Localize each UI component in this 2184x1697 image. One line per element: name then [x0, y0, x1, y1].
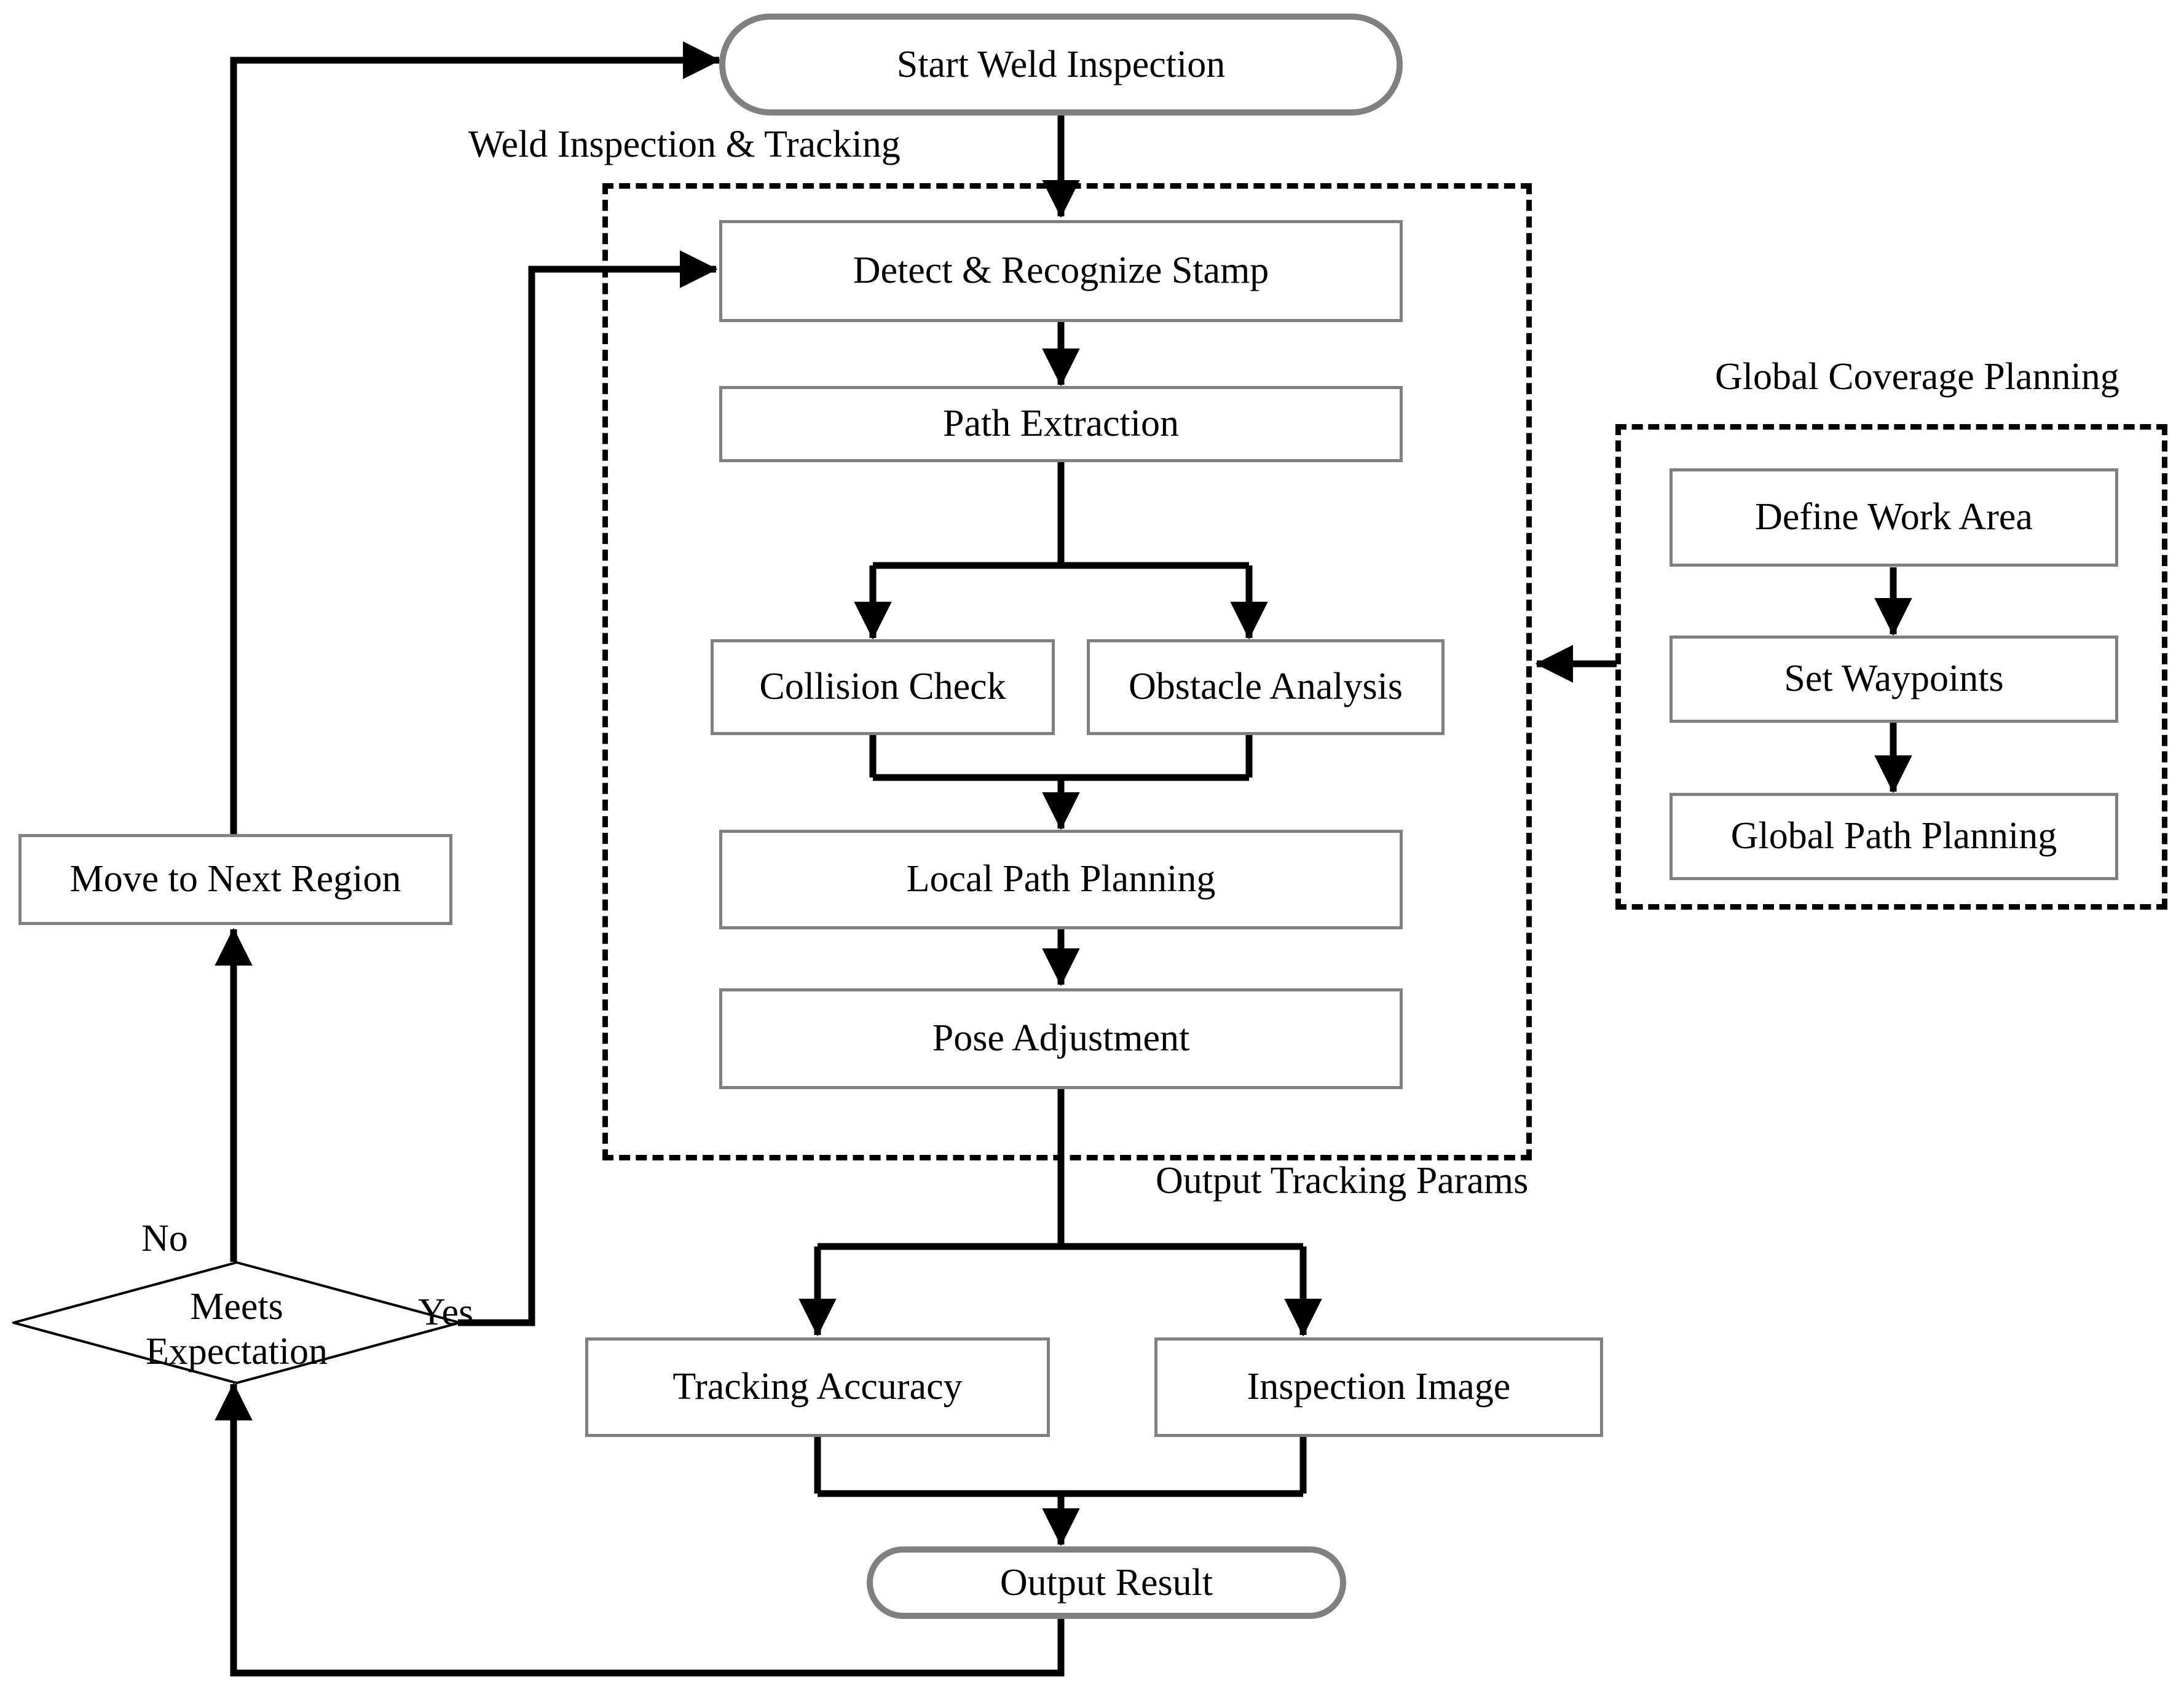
edge-label-yes: Yes	[418, 1291, 474, 1333]
node-path-extraction[interactable]: Path Extraction	[719, 386, 1403, 462]
node-move-to-next-region[interactable]: Move to Next Region	[18, 834, 452, 925]
node-path-extraction-label: Path Extraction	[943, 403, 1179, 445]
node-detect-recognize-stamp-label: Detect & Recognize Stamp	[853, 250, 1269, 292]
node-pose-adjustment[interactable]: Pose Adjustment	[719, 988, 1403, 1089]
node-collision-check[interactable]: Collision Check	[711, 639, 1055, 735]
node-local-path-planning-label: Local Path Planning	[906, 858, 1216, 900]
group-weld-inspection-tracking-label: Weld Inspection & Tracking	[468, 124, 901, 165]
node-start-weld-inspection[interactable]: Start Weld Inspection	[719, 14, 1403, 116]
node-global-path-planning[interactable]: Global Path Planning	[1670, 793, 2118, 880]
node-pose-adjustment-label: Pose Adjustment	[932, 1017, 1190, 1060]
node-tracking-accuracy[interactable]: Tracking Accuracy	[585, 1337, 1050, 1437]
group-global-coverage-planning	[1615, 424, 2167, 910]
node-set-waypoints[interactable]: Set Waypoints	[1670, 636, 2118, 723]
node-meets-expectation[interactable]: Meets Expectation	[12, 1261, 461, 1384]
node-local-path-planning[interactable]: Local Path Planning	[719, 830, 1403, 929]
node-define-work-area-label: Define Work Area	[1755, 496, 2033, 538]
group-global-coverage-planning-label: Global Coverage Planning	[1715, 356, 2119, 398]
node-output-result-label: Output Result	[999, 1561, 1213, 1604]
node-move-to-next-region-label: Move to Next Region	[69, 858, 401, 900]
node-set-waypoints-label: Set Waypoints	[1784, 658, 2004, 700]
node-output-result[interactable]: Output Result	[867, 1546, 1346, 1619]
node-tracking-accuracy-label: Tracking Accuracy	[672, 1366, 963, 1408]
node-inspection-image-label: Inspection Image	[1247, 1366, 1511, 1408]
edge-label-no: No	[141, 1218, 188, 1259]
node-define-work-area[interactable]: Define Work Area	[1670, 468, 2118, 567]
node-obstacle-analysis[interactable]: Obstacle Analysis	[1087, 639, 1445, 735]
node-obstacle-analysis-label: Obstacle Analysis	[1129, 666, 1403, 708]
node-collision-check-label: Collision Check	[759, 666, 1006, 708]
node-detect-recognize-stamp[interactable]: Detect & Recognize Stamp	[719, 220, 1403, 322]
node-inspection-image[interactable]: Inspection Image	[1154, 1337, 1603, 1437]
node-global-path-planning-label: Global Path Planning	[1730, 815, 2057, 857]
node-start-weld-inspection-label: Start Weld Inspection	[896, 43, 1226, 85]
edge-label-output-tracking-params: Output Tracking Params	[1156, 1160, 1529, 1202]
